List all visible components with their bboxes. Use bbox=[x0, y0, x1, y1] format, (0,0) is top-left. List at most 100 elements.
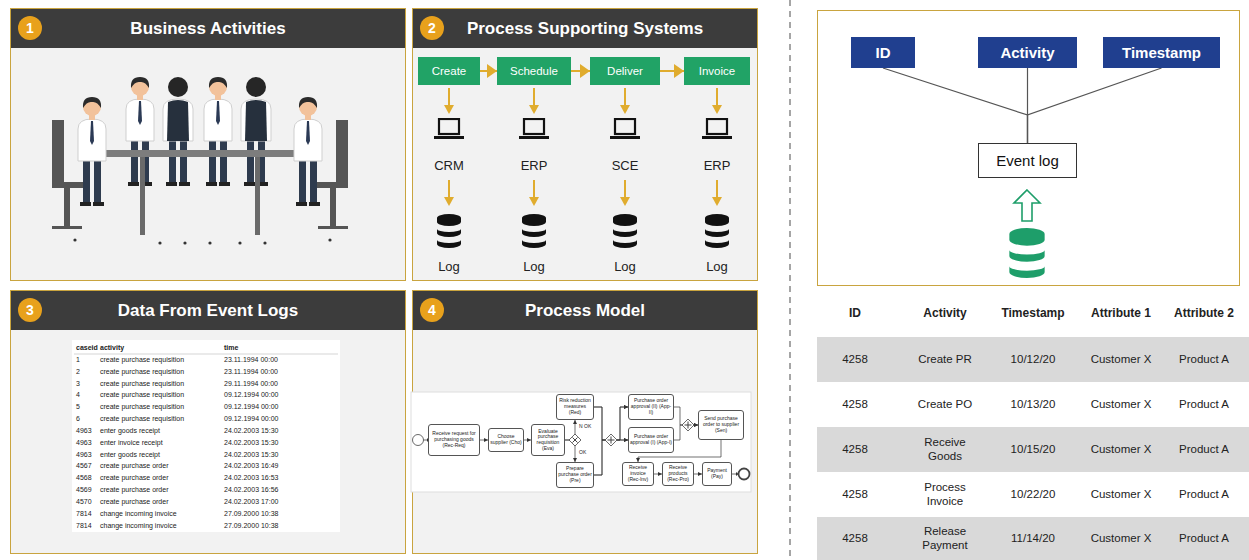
system-icons bbox=[712, 88, 722, 114]
table-cell: create purchase requisition bbox=[100, 380, 184, 388]
gateways bbox=[573, 438, 578, 443]
table-cell: 4569 bbox=[76, 486, 92, 494]
table-cell: 24.02.2003 16:53 bbox=[224, 474, 279, 482]
task-box: Send purchase order to supplier (Sen) bbox=[698, 410, 744, 440]
meeting-picture bbox=[73, 238, 331, 244]
field-link bbox=[883, 68, 1028, 143]
node-text: 4 bbox=[428, 302, 436, 318]
sequence-flow bbox=[524, 440, 531, 441]
meeting-picture bbox=[78, 97, 106, 206]
model-ground bbox=[411, 392, 751, 492]
flow-chevron bbox=[480, 70, 497, 72]
section-panel: Data From Event Logs3 bbox=[10, 290, 406, 554]
table-cell: 23.11.1994 00:00 bbox=[224, 356, 278, 364]
table-cell: 4258 bbox=[812, 398, 898, 411]
node-text: Evaluate purchase requisition (Eva) bbox=[533, 429, 563, 452]
node-text: Schedule bbox=[510, 65, 558, 77]
table-cell: create purchase order bbox=[100, 462, 168, 470]
table-cell: 1 bbox=[76, 356, 80, 364]
task-box: Receive invoice (Rec-Inv) bbox=[622, 462, 654, 486]
table-stripes bbox=[817, 427, 1249, 472]
meeting-picture bbox=[158, 241, 161, 244]
table-cell: 24.02.2003 16:49 bbox=[224, 462, 279, 470]
gateways bbox=[569, 434, 581, 446]
log-label: Log bbox=[687, 260, 747, 275]
meeting-picture bbox=[95, 150, 305, 157]
table-cell: 10/12/20 bbox=[990, 353, 1076, 366]
node-text: 2 bbox=[428, 20, 436, 36]
table-cell: Create PO bbox=[913, 398, 977, 411]
system-icons bbox=[620, 88, 630, 114]
log-label: Log bbox=[504, 260, 564, 275]
table-cell: Product A bbox=[1161, 488, 1247, 501]
field-box: Timestamp bbox=[1103, 37, 1220, 68]
table-cell: 27.09.2000 10:38 bbox=[224, 510, 279, 518]
sequence-flow bbox=[694, 474, 702, 475]
node-text: Receive products (Rec-Pro) bbox=[664, 465, 692, 482]
panel-heading: Business Activities bbox=[11, 9, 405, 48]
table-cell: Product A bbox=[1161, 353, 1247, 366]
table-cell: 4963 bbox=[76, 439, 92, 447]
log-label: Log bbox=[595, 260, 655, 275]
node-text: Deliver bbox=[607, 65, 643, 77]
field-link bbox=[1028, 68, 1162, 143]
table-cell: enter goods receipt bbox=[100, 427, 160, 435]
gateways bbox=[608, 437, 615, 444]
table-cell: 29.11.1994 00:00 bbox=[224, 380, 278, 388]
node-text: Send purchase order to supplier (Sen) bbox=[700, 416, 742, 433]
table-cell: 4963 bbox=[76, 451, 92, 459]
meeting-picture bbox=[52, 77, 348, 245]
system-icons bbox=[712, 180, 722, 206]
table-cell: 4258 bbox=[812, 488, 898, 501]
process-step: Deliver bbox=[590, 57, 660, 85]
system-label: ERP bbox=[687, 159, 747, 174]
meeting-picture bbox=[208, 241, 211, 244]
node-text: 3 bbox=[26, 302, 34, 318]
table-cell: create purchase requisition bbox=[100, 356, 184, 364]
table-cell: Customer X bbox=[1078, 443, 1164, 456]
task-box: Evaluate purchase requisition (Eva) bbox=[531, 424, 565, 456]
table-cell: 7814 bbox=[76, 510, 92, 518]
system-icons bbox=[620, 180, 630, 206]
meeting-picture bbox=[163, 77, 193, 186]
table-cell: create purchase requisition bbox=[100, 391, 184, 399]
table-cell: enter goods receipt bbox=[100, 451, 160, 459]
system-label: SCE bbox=[595, 159, 655, 174]
table-cell: Customer X bbox=[1078, 353, 1164, 366]
source-database bbox=[1009, 228, 1044, 278]
table-cell: 10/22/20 bbox=[990, 488, 1076, 501]
table-cell: 4 bbox=[76, 391, 80, 399]
node-text: Prepare purchase order (Pre) bbox=[558, 466, 592, 483]
node-text: Purchase order approval (II) (App-II) bbox=[630, 398, 672, 415]
step-number: 4 bbox=[420, 298, 444, 322]
table-cell: create purchase order bbox=[100, 474, 168, 482]
node-text: Activity bbox=[1000, 44, 1054, 61]
column-header: Attribute 2 bbox=[1161, 307, 1247, 321]
step-number: 3 bbox=[18, 298, 42, 322]
section-panel: Process Supporting Systems2CreateSchedul… bbox=[412, 8, 758, 281]
table-cell: Customer X bbox=[1078, 398, 1164, 411]
system-icons bbox=[529, 180, 539, 206]
system-icons bbox=[522, 214, 546, 248]
source-database bbox=[1009, 190, 1044, 278]
panel-heading: Data From Event Logs bbox=[11, 291, 405, 330]
gateways bbox=[424, 440, 428, 441]
node-text: ID bbox=[876, 44, 891, 61]
system-icons bbox=[444, 88, 454, 114]
table-cell: 7814 bbox=[76, 522, 92, 530]
panel-grounds bbox=[11, 9, 406, 281]
system-icons bbox=[444, 180, 454, 206]
table-cell: 3 bbox=[76, 380, 80, 388]
table-cell: 2 bbox=[76, 368, 80, 376]
node-text: Invoice bbox=[699, 65, 735, 77]
table-cell: caseid bbox=[76, 344, 98, 352]
table-cell: change incoming invoice bbox=[100, 510, 177, 518]
system-label: CRM bbox=[419, 159, 479, 174]
table-cell: time bbox=[224, 344, 238, 352]
gateways bbox=[736, 472, 739, 476]
node-text: Risk reduction measures (Red) bbox=[558, 398, 592, 415]
sequence-flow bbox=[480, 440, 488, 441]
step-number: 2 bbox=[420, 16, 444, 40]
process-step: Invoice bbox=[684, 57, 750, 85]
meeting-picture bbox=[294, 97, 322, 206]
